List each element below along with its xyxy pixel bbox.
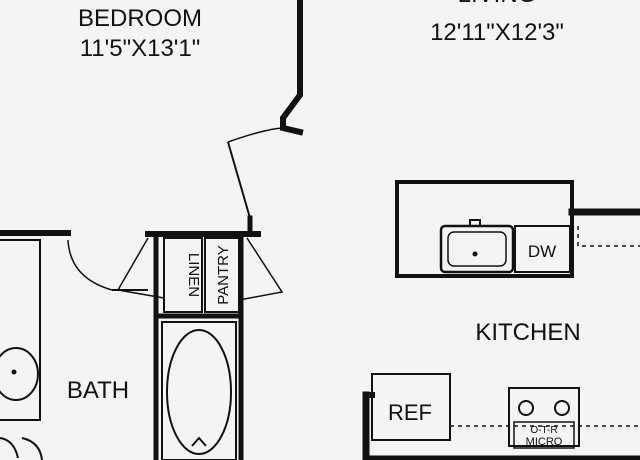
pantry-label: PANTRY [215,245,232,304]
burner-icon [554,400,570,416]
toilet-edge [21,437,43,460]
kitchen-faucet-icon [469,219,481,226]
refrigerator-label: REF [388,400,432,425]
bath-vanity [0,239,41,421]
linen-label: LINEN [185,253,202,297]
toilet-outline [0,437,19,459]
living-dimensions: 12'11"X12'3" [430,19,564,46]
linen-closet [163,237,203,313]
refrigerator [371,373,451,441]
bathtub-basin [166,329,232,455]
kitchen-island [395,180,574,278]
living-label: LIVING [458,0,537,8]
pantry-closet [204,237,240,313]
burner-icon [518,400,534,416]
tub-faucet [191,436,207,447]
pantry-door-swing [238,237,284,301]
kitchen-sink-drain [472,251,478,257]
kitchen-sink-basin [447,231,507,267]
upper-cabinet-dashed [577,226,640,247]
microwave [513,421,575,449]
bath-door-swing [67,239,113,291]
kitchen-sink [439,224,515,274]
linen-door-swing [116,237,165,299]
bedroom-door-swing [227,127,286,143]
dishwasher-label: DW [528,242,556,261]
bedroom-living-wall [280,0,304,136]
bath-label: BATH [67,377,129,404]
bathtub [161,321,237,460]
sink-drain [11,369,17,375]
microwave-label-line2: MICRO [526,436,563,448]
bedroom-door [227,141,251,219]
bedroom-label: BEDROOM [78,5,202,32]
range [508,387,580,447]
bath-sink [0,347,39,401]
bedroom-dimensions: 11'5"X13'1" [80,35,201,62]
kitchen-label: KITCHEN [475,319,580,346]
dishwasher [514,225,571,273]
microwave-label-line1: O-T-R [530,425,557,436]
